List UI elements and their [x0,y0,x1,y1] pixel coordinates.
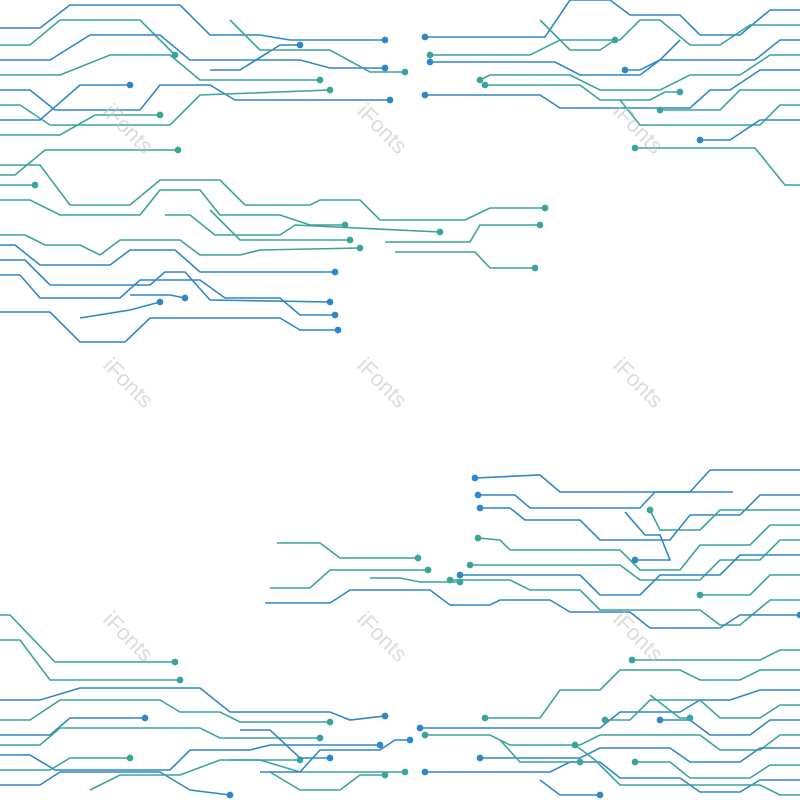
circuit-middle-left [0,164,549,343]
circuit-bottom-left [0,614,414,799]
circuit-bottom-right [416,669,800,799]
circuit-middle-right [265,469,800,664]
circuit-top-right [421,0,800,186]
circuit-top-left [0,4,409,189]
